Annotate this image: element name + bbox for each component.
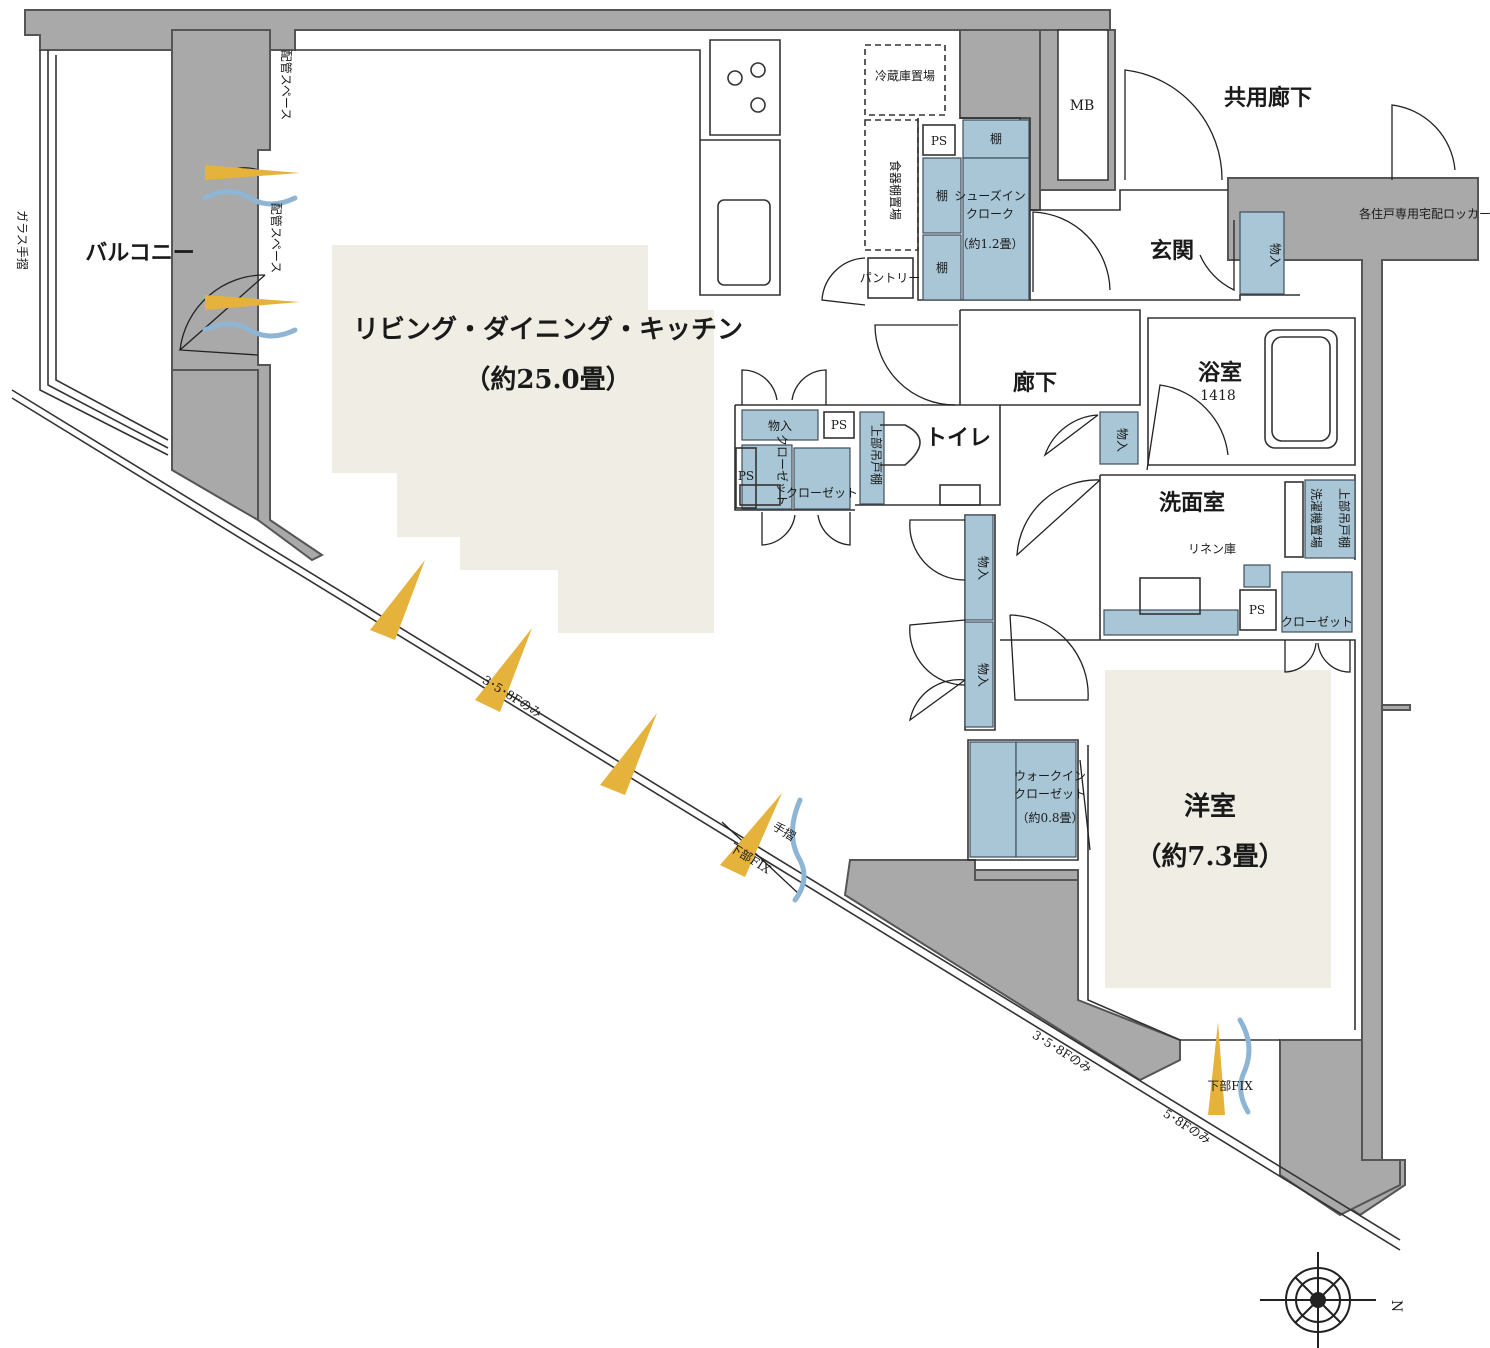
wic-name1: ウォークイン <box>1014 769 1086 783</box>
ldk-size: （約25.0畳） <box>464 364 631 395</box>
western-name: 洋室 <box>1184 791 1236 822</box>
storage-label-hall-2: 物入 <box>976 663 990 687</box>
shelf-label-2: 棚 <box>936 188 948 203</box>
pantry-label: パントリー <box>860 271 921 285</box>
wic-size: （約0.8畳） <box>1016 810 1083 825</box>
labels: リビング・ダイニング・キッチン （約25.0畳） バルコニー 洋室 （約7.3畳… <box>15 50 1490 1312</box>
shelf-label-1: 棚 <box>990 131 1002 146</box>
ps-label-1: PS <box>931 134 947 148</box>
dish-shelf-label: 食器棚置場 <box>888 160 903 220</box>
structural-walls <box>24 9 1479 1217</box>
ps-label-4: PS <box>1249 603 1265 617</box>
storage-blocks <box>741 119 1356 858</box>
interior-walls <box>11 39 1401 1251</box>
compass-rose <box>1260 1252 1376 1348</box>
storage-label-entrance: 物入 <box>1268 243 1282 267</box>
lower-fix-label-western: 下部FIX <box>1207 1078 1253 1093</box>
floor-areas <box>332 245 1331 988</box>
storage-label-hall-1: 物入 <box>976 556 990 580</box>
wic-name2: クローゼット <box>1014 787 1086 801</box>
fixtures <box>717 62 1338 631</box>
entrance-label: 玄関 <box>1150 238 1194 264</box>
ldk-name: リビング・ダイニング・キッチン <box>353 314 743 345</box>
fridge-label: 冷蔵庫置場 <box>875 69 935 83</box>
upper-cabinet-toilet: 上部吊戸棚 <box>869 425 884 485</box>
closet-label-3: クローゼット <box>1281 615 1353 629</box>
ps-label-2: PS <box>831 418 847 432</box>
piping-space-label-mid: 配管スペース <box>269 203 284 274</box>
washroom-label: 洗面室 <box>1159 490 1225 516</box>
upper-cabinet-wash: 上部吊戸棚 <box>1337 488 1352 548</box>
closet-label-2: クローゼット <box>786 486 858 500</box>
balcony-label: バルコニー <box>85 240 195 266</box>
corridor-label: 廊下 <box>1013 370 1057 396</box>
ps-label-3: PS <box>738 469 754 483</box>
toilet-label: トイレ <box>925 425 991 451</box>
closet-label-1: クローゼット <box>775 434 789 506</box>
bath-code: 1418 <box>1200 388 1236 404</box>
western-size: （約7.3畳） <box>1135 841 1284 872</box>
common-corridor-label: 共用廊下 <box>1224 85 1312 111</box>
compass-north-label: N <box>1388 1300 1404 1312</box>
storage-label-ldk: 物入 <box>768 419 792 433</box>
washer-label: 洗濯機置場 <box>1309 488 1324 548</box>
bath-label: 浴室 <box>1198 360 1242 386</box>
doors <box>178 69 1456 896</box>
mb-label: MB <box>1070 98 1095 114</box>
linen-label: リネン庫 <box>1188 542 1236 556</box>
glass-railing-label: ガラス手摺 <box>15 210 30 270</box>
shoes-cloak-name2: クローク <box>966 207 1014 221</box>
western-floor <box>1105 670 1331 988</box>
ventilation-markers <box>202 165 1252 1115</box>
shoes-cloak-size: （約1.2畳） <box>956 236 1023 251</box>
shelf-label-3: 棚 <box>936 260 948 275</box>
piping-space-label-top: 配管スペース <box>279 50 294 121</box>
delivery-locker-label: 各住戸専用宅配ロッカー <box>1359 206 1490 221</box>
shoes-cloak-name1: シューズイン <box>954 188 1025 203</box>
storage-label-corridor: 物入 <box>1115 428 1129 452</box>
ldk-floor <box>332 245 714 633</box>
note-58-western: 5･8Fのみ <box>1161 1106 1214 1146</box>
